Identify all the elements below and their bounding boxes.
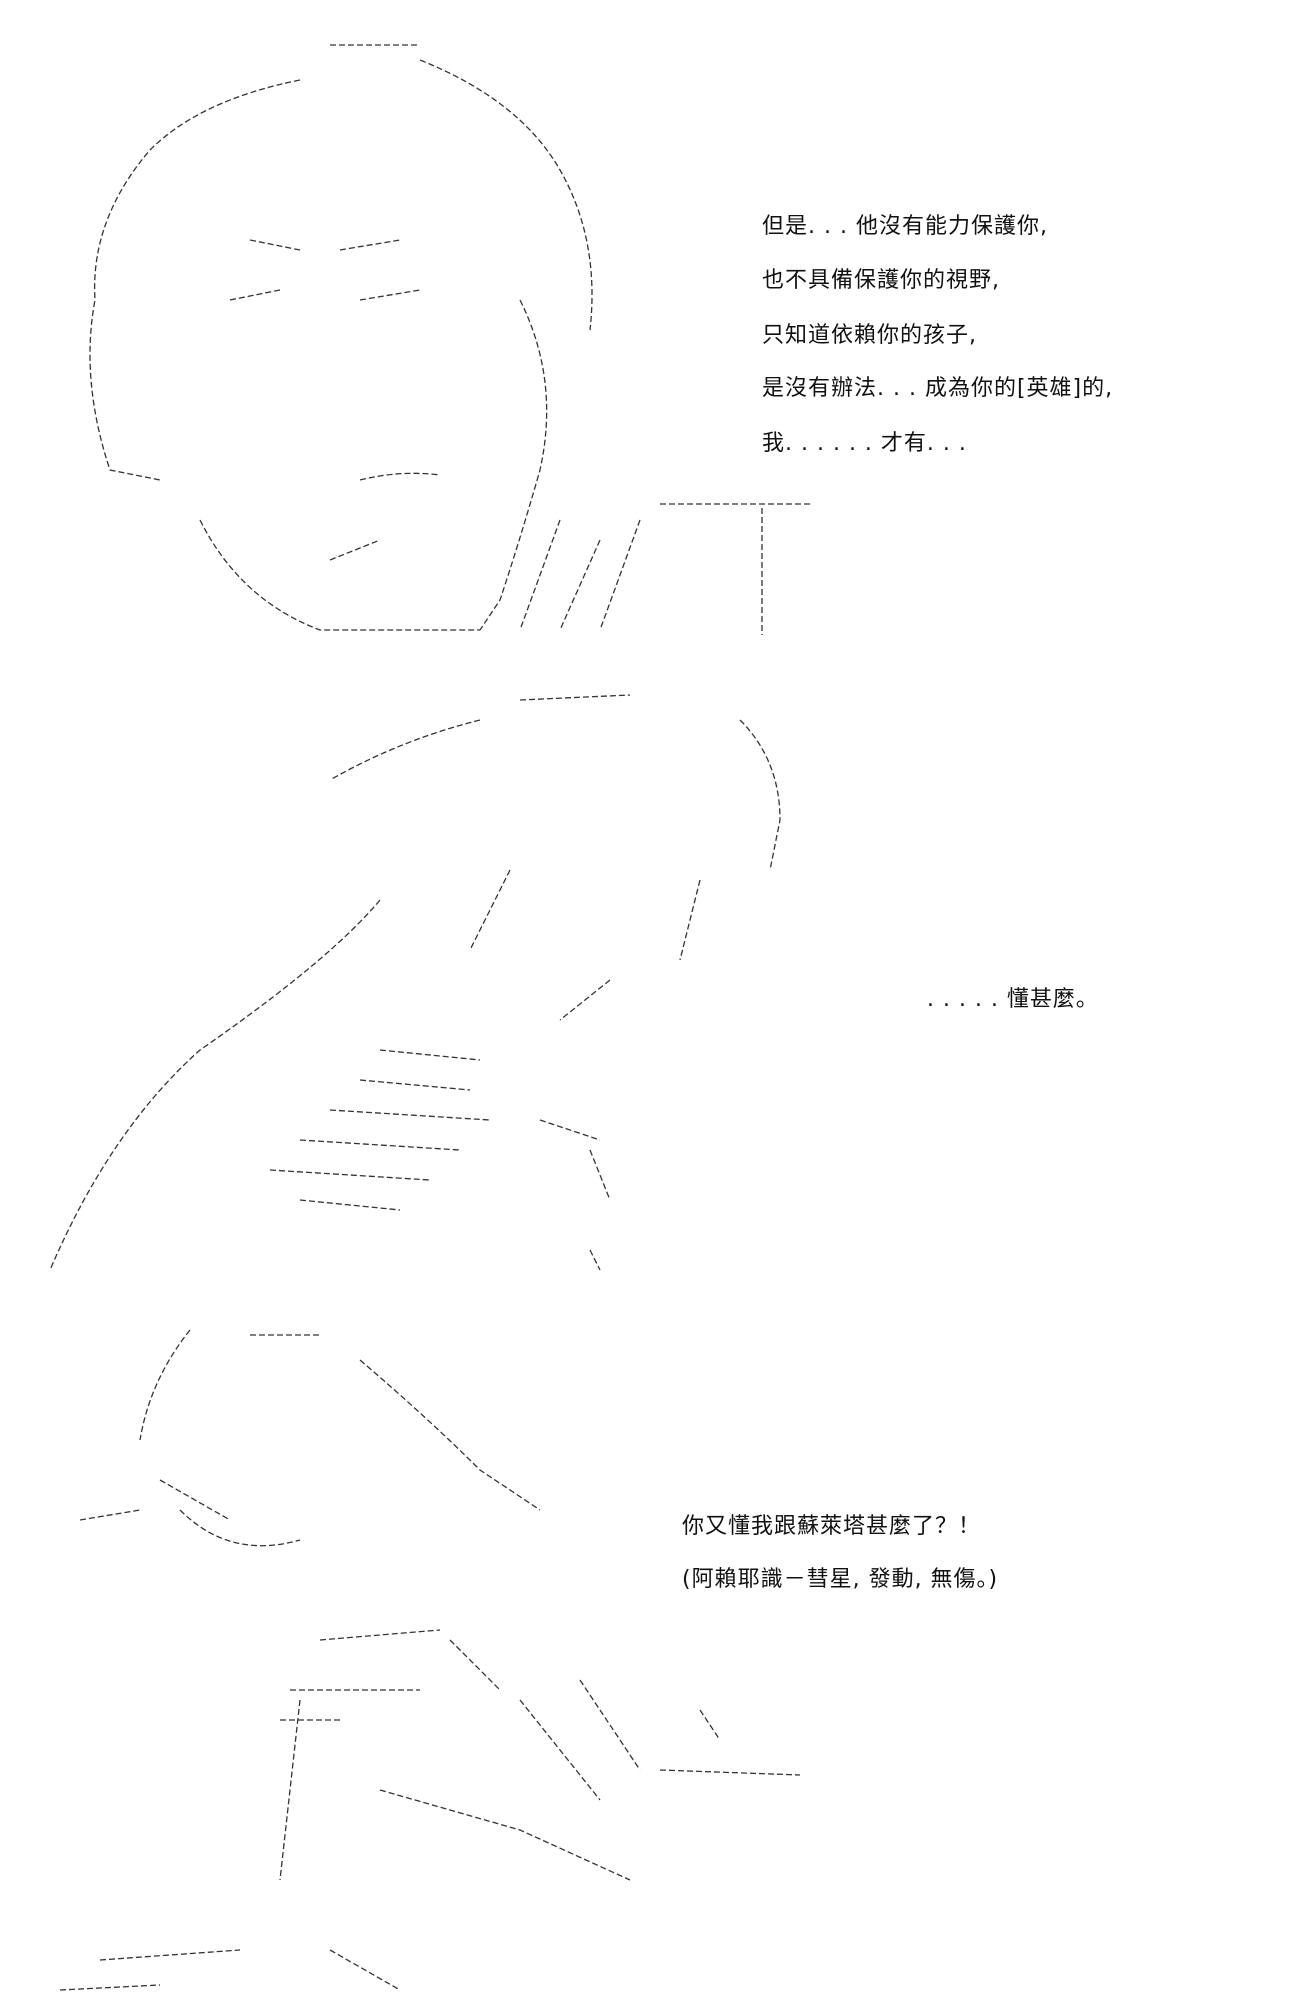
- panel3-text-line-1: 你又懂我跟蘇萊塔甚麼了？！: [682, 1514, 982, 1539]
- panel3-character-art: [59, 1329, 801, 1991]
- panel2-text-line: . . . . . 懂甚麼。: [927, 987, 1099, 1012]
- panel1-text-line-1: 但是. . . 他沒有能力保護你,: [762, 214, 1048, 239]
- panel2-character-art: [49, 694, 781, 1271]
- panel1-text-line-3: 只知道依賴你的孩子,: [762, 323, 977, 348]
- panel3-text-line-2: (阿賴耶識－彗星, 發動, 無傷。): [682, 1567, 999, 1592]
- panel1-text-line-2: 也不具備保護你的視野,: [762, 268, 1000, 293]
- panel1-text-line-5: 我. . . . . . 才有. . .: [762, 431, 967, 456]
- panel1-character-art: [89, 44, 812, 635]
- panel1-text-line-4: 是沒有辦法. . . 成為你的[英雄]的,: [762, 376, 1114, 401]
